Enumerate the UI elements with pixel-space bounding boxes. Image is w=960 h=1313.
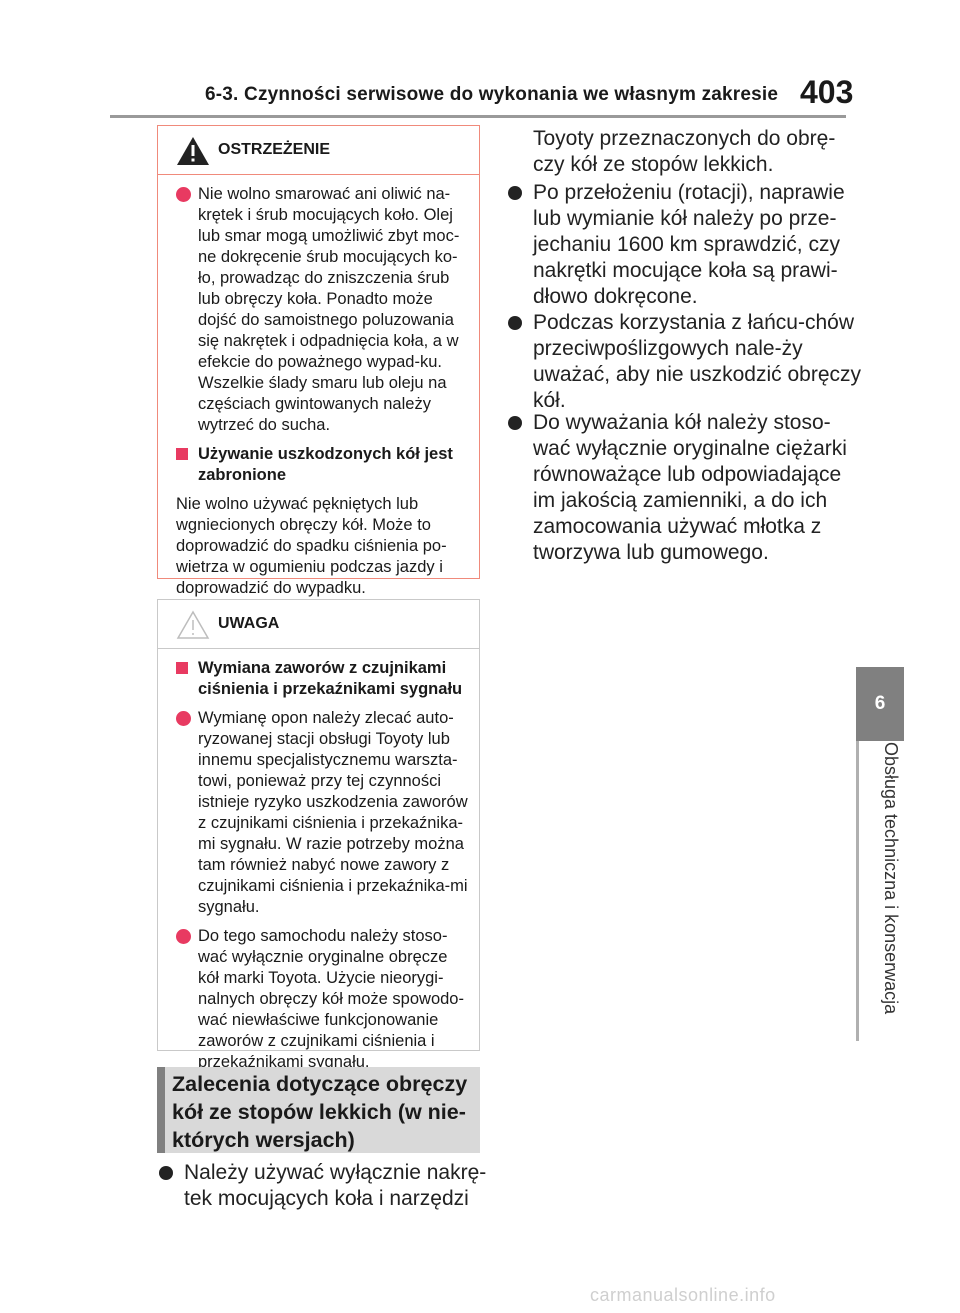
warning-paragraph: Nie wolno używać pękniętych lub wgniecio… (176, 495, 447, 597)
warning-subheading: Używanie uszkodzonych kół jest zabronion… (176, 444, 469, 486)
bullet-dot-icon (508, 416, 522, 430)
caution-bullet: Wymianę opon należy zlecać auto-ryzowane… (176, 708, 469, 918)
bullet-dot-icon (159, 1166, 173, 1180)
caution-title: UWAGA (218, 615, 280, 632)
square-bullet-icon (176, 662, 188, 674)
chapter-tab-number: 6 (856, 667, 904, 741)
header-divider (110, 115, 846, 118)
caution-bullet: Do tego samochodu należy stoso-wać wyłąc… (176, 926, 469, 1073)
body-bullet: Do wyważania kół należy stoso-wać wyłącz… (506, 410, 863, 566)
caution-subheading: Wymiana zaworów z czujnikami ciśnienia i… (176, 658, 469, 700)
chapter-tab-line (856, 741, 859, 1041)
caution-bullet-text: Do tego samochodu należy stoso-wać wyłąc… (198, 927, 464, 1071)
warning-bullet-text: Nie wolno smarować ani oliwić na-krętek … (198, 185, 460, 434)
section-header-title: 6-3. Czynności serwisowe do wykonania we… (205, 84, 779, 105)
section-heading-text: Zalecenia dotyczące obręczy kół ze stopó… (172, 1072, 468, 1152)
chapter-tab-label-text: Obsługa techniczna i konserwacja (881, 742, 901, 1015)
warning-header: OSTRZEŻENIE (158, 126, 479, 175)
body-bullet-text: Toyoty przeznaczonych do obrę-czy kół ze… (533, 127, 836, 176)
caution-header: UWAGA (158, 600, 479, 649)
caution-subheading-text: Wymiana zaworów z czujnikami ciśnienia i… (198, 659, 463, 698)
caution-triangle-icon (176, 610, 210, 639)
bullet-dot-icon (176, 187, 191, 202)
bullet-dot-icon (508, 186, 522, 200)
bullet-dot-icon (176, 929, 191, 944)
caution-box: UWAGA Wymiana zaworów z czujnikami ciśni… (157, 599, 480, 1071)
warning-subheading-text: Używanie uszkodzonych kół jest zabronion… (198, 445, 453, 484)
body-bullet: Podczas korzystania z łańcu-chów przeciw… (506, 310, 863, 414)
bullet-dot-icon (508, 316, 522, 330)
body-bullet-continuation: Toyoty przeznaczonych do obrę-czy kół ze… (506, 126, 863, 178)
page-number: 403 (800, 74, 854, 110)
warning-box: OSTRZEŻENIE Nie wolno smarować ani oliwi… (157, 125, 480, 597)
square-bullet-icon (176, 448, 188, 460)
warning-bullet: Nie wolno smarować ani oliwić na-krętek … (176, 184, 469, 436)
caution-body: Wymiana zaworów z czujnikami ciśnienia i… (158, 649, 479, 1073)
chapter-tab-label: Obsługa techniczna i konserwacja (880, 742, 901, 1042)
footer-watermark: carmanualsonline.info (590, 1285, 776, 1305)
body-bullet-text: Po przełożeniu (rotacji), naprawie lub w… (533, 181, 845, 308)
body-bullet-text: Do wyważania kół należy stoso-wać wyłącz… (533, 411, 847, 564)
body-bullet-text: Podczas korzystania z łańcu-chów przeciw… (533, 311, 861, 412)
warning-triangle-icon (177, 137, 209, 165)
body-bullet: Należy używać wyłącznie nakrę-tek mocują… (157, 1160, 509, 1212)
section-heading-bar (157, 1067, 165, 1153)
warning-body: Nie wolno smarować ani oliwić na-krętek … (158, 175, 479, 599)
caution-bullet-text: Wymianę opon należy zlecać auto-ryzowane… (198, 709, 468, 916)
bullet-dot-icon (176, 711, 191, 726)
warning-title: OSTRZEŻENIE (218, 141, 331, 158)
body-bullet: Po przełożeniu (rotacji), naprawie lub w… (506, 180, 863, 310)
body-bullet-text: Należy używać wyłącznie nakrę-tek mocują… (184, 1161, 487, 1210)
section-heading: Zalecenia dotyczące obręczy kół ze stopó… (157, 1067, 480, 1153)
